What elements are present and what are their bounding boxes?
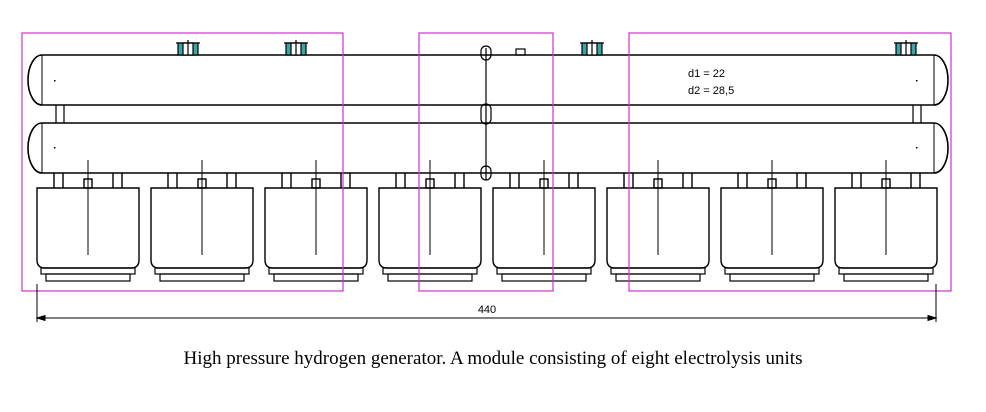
dimension-d1: d1 = 22 (688, 68, 725, 80)
highlight-box-right (628, 32, 952, 292)
electrolysis-unit (150, 160, 254, 282)
nut-fitting (284, 40, 308, 56)
electrolysis-units (36, 160, 938, 282)
electrolysis-unit (606, 160, 710, 282)
center-divider (480, 45, 526, 181)
length-label: 440 (478, 304, 496, 316)
length-dimension (35, 284, 938, 322)
nut-fitting (580, 40, 604, 56)
dimension-d2: d2 = 28,5 (688, 85, 734, 97)
nut-fitting (176, 40, 200, 56)
figure-caption: High pressure hydrogen generator. A modu… (183, 348, 803, 369)
electrolysis-unit (378, 160, 482, 282)
electrolysis-unit (834, 160, 938, 282)
upper-manifold-pipe (27, 54, 949, 106)
top-fittings (176, 40, 918, 56)
lower-manifold-pipe (27, 122, 949, 174)
highlight-box-center (418, 32, 554, 292)
electrolysis-unit (492, 160, 596, 282)
highlight-box-left (21, 32, 344, 292)
electrolysis-unit (720, 160, 824, 282)
pipe-connectors (55, 105, 922, 123)
electrolysis-unit (264, 160, 368, 282)
pipe-center-marks (54, 80, 918, 149)
electrolysis-unit (36, 160, 140, 282)
highlight-boxes (21, 32, 952, 292)
nut-fitting (894, 40, 918, 56)
